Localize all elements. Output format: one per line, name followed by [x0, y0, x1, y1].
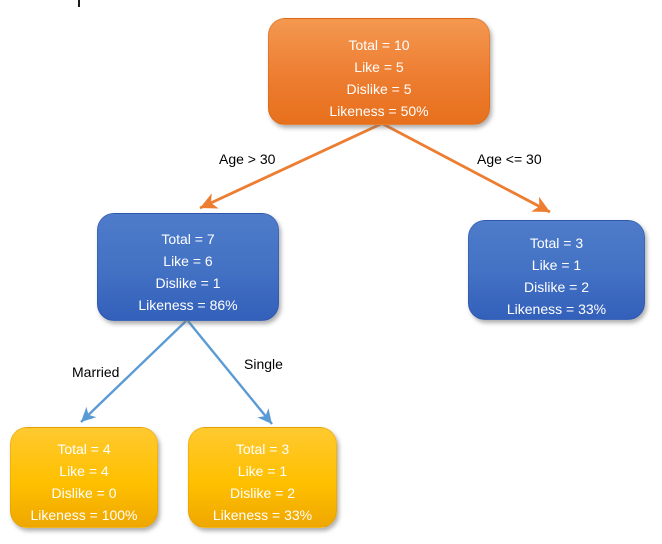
node-age-under-30-line-likeness: Likeness = 33%: [506, 301, 607, 317]
node-single-line-like: Like = 1: [237, 463, 288, 479]
node-root-line-likeness: Likeness = 50%: [329, 103, 429, 119]
node-age-over-30-line-total: Total = 7: [161, 231, 215, 247]
edge-label-single: Single: [244, 356, 283, 372]
node-single-line-dislike: Dislike = 2: [230, 485, 295, 501]
node-single-line-likeness: Likeness = 33%: [212, 507, 313, 523]
edge-label-age-over-30: Age > 30: [219, 151, 276, 167]
node-single: Total = 3 Like = 1 Dislike = 2 Likeness …: [188, 427, 337, 528]
node-married-line-total: Total = 4: [57, 441, 111, 457]
node-age-over-30-line-like: Like = 6: [163, 253, 213, 269]
node-married-line-likeness: Likeness = 100%: [30, 507, 138, 523]
node-root: Total = 10 Like = 5 Dislike = 5 Likeness…: [268, 18, 490, 125]
node-married-line-like: Like = 4: [59, 463, 109, 479]
node-age-under-30-line-total: Total = 3: [529, 235, 584, 251]
edge-label-married: Married: [72, 364, 120, 380]
node-root-line-dislike: Dislike = 5: [346, 81, 412, 97]
node-age-under-30-line-like: Like = 1: [531, 257, 582, 273]
stray-cursor-mark: [78, 0, 80, 7]
node-root-line-total: Total = 10: [348, 37, 410, 53]
node-married-line-dislike: Dislike = 0: [51, 485, 117, 501]
node-root-line-like: Like = 5: [354, 59, 404, 75]
node-age-over-30-line-dislike: Dislike = 1: [155, 275, 221, 291]
edge-age-under-30-arrow: [382, 122, 551, 214]
node-single-line-total: Total = 3: [235, 441, 290, 457]
edge-single-arrow: [187, 320, 273, 425]
node-age-over-30: Total = 7 Like = 6 Dislike = 1 Likeness …: [97, 213, 279, 321]
node-married: Total = 4 Like = 4 Dislike = 0 Likeness …: [10, 427, 158, 528]
node-age-under-30: Total = 3 Like = 1 Dislike = 2 Likeness …: [468, 220, 645, 320]
node-age-over-30-line-likeness: Likeness = 86%: [138, 297, 238, 313]
node-age-under-30-line-dislike: Dislike = 2: [524, 279, 589, 295]
edge-label-age-under-30: Age <= 30: [477, 151, 542, 167]
